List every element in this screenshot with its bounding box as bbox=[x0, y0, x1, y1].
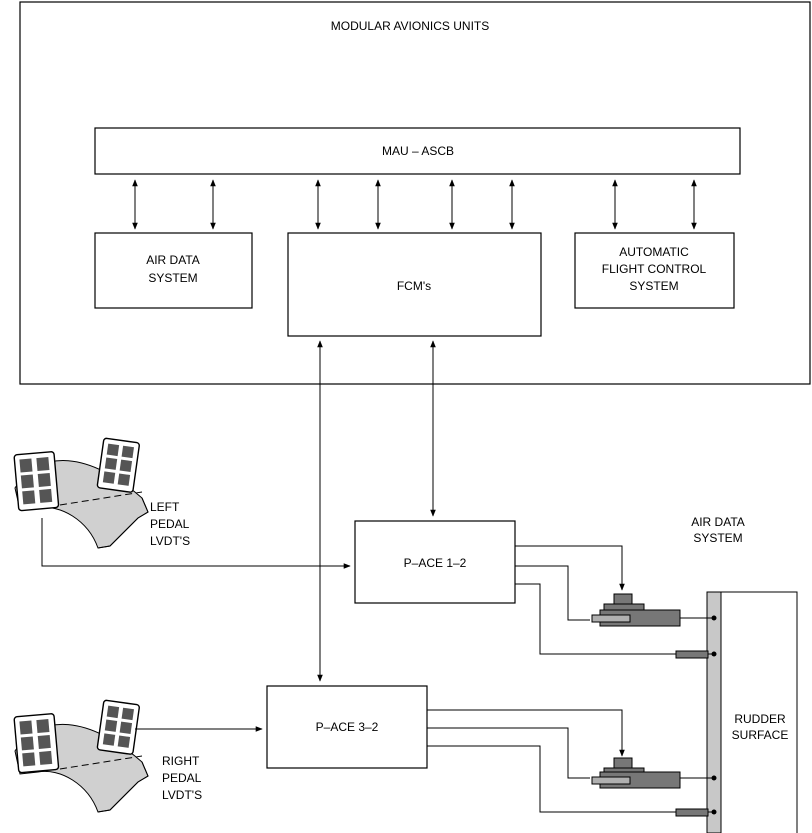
left-pedal-line1: LEFT bbox=[150, 500, 180, 514]
air-data-system-box bbox=[94, 232, 253, 309]
upper-lvdt-sensor bbox=[675, 650, 717, 659]
afcs-line2: FLIGHT CONTROL bbox=[602, 262, 707, 276]
afcs-line3: SYSTEM bbox=[629, 279, 678, 293]
rudder-surface-outline bbox=[714, 591, 798, 833]
air-data-box-line1: AIR DATA bbox=[146, 253, 200, 267]
lower-actuator bbox=[591, 757, 717, 789]
air-data-label-line2: SYSTEM bbox=[693, 531, 742, 545]
fcm-box bbox=[287, 232, 542, 337]
rudder-line1: RUDDER bbox=[734, 712, 786, 726]
pace1-label: P–ACE 1–2 bbox=[404, 556, 467, 570]
pace1-outputs bbox=[515, 545, 676, 655]
bus-arrows bbox=[132, 179, 697, 230]
left-pedal-signal-line bbox=[41, 518, 351, 569]
mau-title: MODULAR AVIONICS UNITS bbox=[331, 19, 489, 33]
right-pedal-line2: PEDAL bbox=[162, 771, 202, 785]
rudder-hinge-post bbox=[706, 591, 722, 833]
left-pedal-line3: LVDT'S bbox=[150, 534, 190, 548]
left-pedal-line2: PEDAL bbox=[150, 517, 190, 531]
right-pedal-icon bbox=[13, 699, 149, 813]
ascb-label: MAU – ASCB bbox=[382, 144, 454, 158]
pace3-outputs bbox=[427, 709, 676, 813]
rudder-line2: SURFACE bbox=[732, 728, 789, 742]
fcm-label: FCM's bbox=[397, 279, 431, 293]
afcs-line1: AUTOMATIC bbox=[619, 245, 689, 259]
pace3-label: P–ACE 3–2 bbox=[316, 720, 379, 734]
pace3-box bbox=[266, 685, 428, 769]
air-data-label-line1: AIR DATA bbox=[691, 515, 745, 529]
pace1-box bbox=[354, 520, 516, 604]
right-pedal-line1: RIGHT bbox=[162, 754, 200, 768]
ascb-bus-box bbox=[94, 127, 741, 175]
lower-lvdt-sensor bbox=[675, 808, 717, 817]
right-pedal-line3: LVDT'S bbox=[162, 788, 202, 802]
left-pedal-icon bbox=[13, 437, 149, 549]
afcs-box bbox=[574, 232, 735, 309]
air-data-box-line2: SYSTEM bbox=[148, 271, 197, 285]
upper-actuator bbox=[591, 593, 717, 627]
